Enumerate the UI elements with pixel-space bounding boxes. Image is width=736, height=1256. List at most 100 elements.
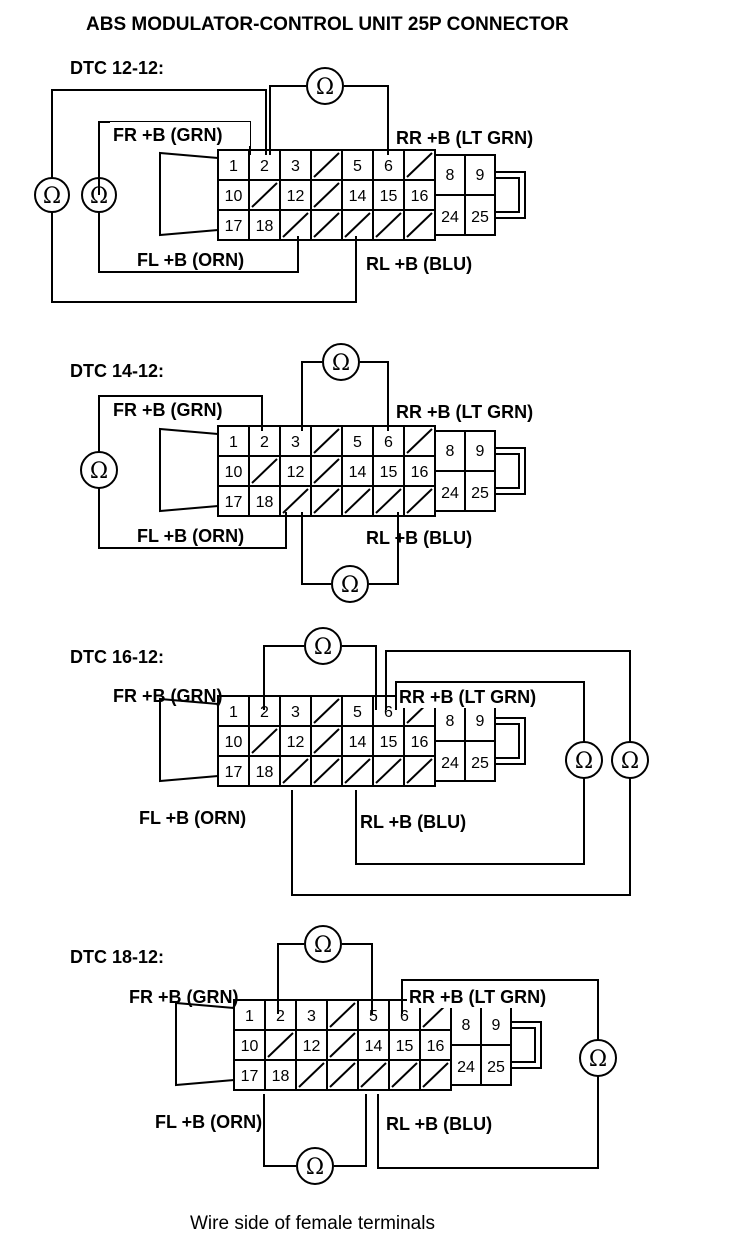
wire-bottom-ohmmeter-right: [334, 1094, 367, 1167]
pin-6: 6: [384, 704, 393, 721]
jumper-loop: [511, 1021, 542, 1069]
ohmmeter-icon: [80, 451, 118, 489]
ohmmeter-icon: [296, 1147, 334, 1185]
connector-lock-tab: [159, 427, 219, 513]
wire-bottom-ohmmeter-right: [369, 512, 399, 585]
pin-24: 24: [441, 485, 459, 502]
rl-label: RL +B (BLU): [366, 528, 472, 548]
pin-12: 12: [287, 464, 305, 481]
blank-cavity: [375, 758, 402, 784]
wire-fl-to-ohmmeter: [263, 1094, 296, 1167]
ohm-symbol: Ω: [90, 184, 108, 209]
blank-cavity: [251, 728, 278, 754]
pin-15: 15: [396, 1038, 414, 1055]
blank-cavity: [406, 758, 433, 784]
pin-2: 2: [276, 1008, 285, 1025]
wire-rl-to-ohmmeter: [377, 1076, 599, 1169]
pin-17: 17: [225, 764, 243, 781]
pin-12: 12: [287, 188, 305, 205]
wire-top-ohmmeter-right: [342, 943, 373, 1014]
blank-cavity: [344, 488, 371, 514]
pin-2: 2: [260, 158, 269, 175]
pin-9: 9: [492, 1017, 501, 1034]
pin-3: 3: [291, 158, 300, 175]
blank-cavity: [267, 1032, 294, 1058]
pin-24: 24: [441, 209, 459, 226]
connector-lock-tab: [175, 1001, 235, 1087]
dtc-code: DTC 12-12:: [70, 58, 164, 78]
wire-outer-bottom: [51, 212, 357, 303]
blank-cavity: [329, 1002, 356, 1028]
pin-17: 17: [225, 494, 243, 511]
connector-lock-tab: [159, 151, 219, 237]
wire-top-ohmmeter: [269, 85, 306, 155]
pin-25: 25: [471, 485, 489, 502]
ohm-symbol: Ω: [332, 351, 350, 376]
fr-label: FR +B (GRN): [129, 987, 239, 1007]
pin-18: 18: [256, 764, 274, 781]
pin-25: 25: [471, 755, 489, 772]
ohm-symbol: Ω: [621, 749, 639, 774]
pin-17: 17: [241, 1068, 259, 1085]
fr-label: FR +B (GRN): [113, 686, 223, 706]
blank-cavity: [375, 488, 402, 514]
pin-16: 16: [411, 188, 429, 205]
pin-8: 8: [446, 713, 455, 730]
connector-lock-tab: [159, 697, 219, 783]
blank-cavity: [329, 1062, 356, 1088]
blank-cavity: [313, 698, 340, 724]
pin-18: 18: [272, 1068, 290, 1085]
pin-1: 1: [229, 704, 238, 721]
pin-25: 25: [487, 1059, 505, 1076]
wire-outer-top-right: [385, 650, 631, 742]
pin-1: 1: [229, 158, 238, 175]
wire-outer-top: [51, 89, 267, 178]
pin-3: 3: [291, 704, 300, 721]
rl-label: RL +B (BLU): [360, 812, 466, 832]
blank-cavity: [313, 488, 340, 514]
jumper-loop: [495, 171, 526, 219]
sheet-title: ABS MODULATOR-CONTROL UNIT 25P CONNECTOR: [86, 14, 569, 35]
pin-15: 15: [380, 734, 398, 751]
wire-top-ohmmeter-right: [344, 85, 389, 155]
ohm-symbol: Ω: [306, 1155, 324, 1180]
blank-cavity: [329, 1032, 356, 1058]
fr-label: FR +B (GRN): [113, 400, 223, 420]
wire-rl-to-ohmmeter: [355, 778, 585, 865]
ohmmeter-icon: [306, 67, 344, 105]
blank-cavity: [406, 152, 433, 178]
wire-rr-to-ohmmeter: [401, 979, 599, 1040]
ohmmeter-icon: [34, 177, 70, 213]
dtc-code: DTC 18-12:: [70, 947, 164, 967]
ohmmeter-icon: [579, 1039, 617, 1077]
jumper-loop: [495, 717, 526, 765]
pin-2: 2: [260, 704, 269, 721]
ohm-symbol: Ω: [90, 459, 108, 484]
pin-16: 16: [427, 1038, 445, 1055]
ohmmeter-icon: [304, 925, 342, 963]
blank-cavity: [422, 1062, 449, 1088]
wire-fr-to-ohmmeter: [98, 395, 263, 452]
rr-label: RR +B (LT GRN): [396, 128, 533, 148]
rr-label: RR +B (LT GRN): [399, 687, 536, 707]
blank-cavity: [344, 758, 371, 784]
fl-label: FL +B (ORN): [139, 808, 246, 828]
pin-14: 14: [349, 464, 367, 481]
fl-label: FL +B (ORN): [137, 526, 244, 546]
pin-8: 8: [462, 1017, 471, 1034]
wire-outer-bottom: [291, 778, 631, 896]
pin-3: 3: [291, 434, 300, 451]
pin-2: 2: [260, 434, 269, 451]
pin-10: 10: [225, 188, 243, 205]
blank-cavity: [406, 212, 433, 238]
ohmmeter-icon: [331, 565, 369, 603]
blank-cavity: [313, 758, 340, 784]
blank-cavity: [282, 758, 309, 784]
blank-cavity: [313, 458, 340, 484]
jumper-loop: [495, 447, 526, 495]
